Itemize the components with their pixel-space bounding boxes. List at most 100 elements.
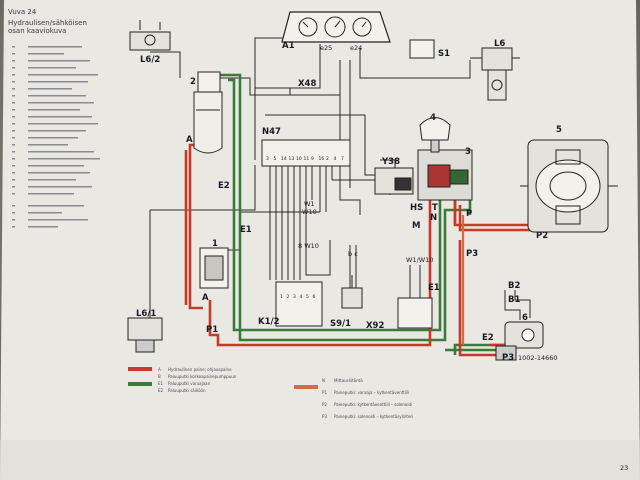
label-e1-right: E1 bbox=[428, 283, 440, 293]
label-x92: X92 bbox=[366, 321, 384, 331]
label-s9-1: S9/1 bbox=[330, 319, 351, 329]
switch-s1-box bbox=[409, 39, 435, 59]
label-w1-a: W1 bbox=[304, 200, 315, 208]
label-p: P bbox=[466, 209, 472, 219]
component-labels: A1 e25 e24 S1 L6 L6/2 X48 2 A N47 4 3 Y3… bbox=[136, 39, 562, 363]
label-l6-1: L6/1 bbox=[136, 309, 156, 319]
legend-description: Mittausliitäntä bbox=[334, 378, 363, 383]
label-w10-a: W10 bbox=[302, 208, 317, 216]
n47-pin-label: 7 bbox=[341, 156, 344, 162]
return-lines-green bbox=[220, 73, 515, 355]
valve-block-3 bbox=[417, 149, 473, 201]
n47-pin-label: 5 bbox=[274, 156, 277, 162]
n47-pin-label: 2 bbox=[326, 156, 329, 162]
k12-pin-label: 3 bbox=[293, 294, 296, 300]
k12-pin-label: 4 bbox=[300, 294, 303, 300]
n47-pin-label: 10 bbox=[296, 156, 302, 162]
label-e2-left: E2 bbox=[218, 181, 230, 191]
label-e2-bot: E2 bbox=[482, 333, 494, 343]
label-8-w10: 8 W10 bbox=[298, 242, 319, 250]
legend-code: P1 bbox=[322, 390, 327, 395]
diagram-title-line1: Hydraulisen/sähköisen bbox=[8, 19, 87, 27]
page-number: 23 bbox=[620, 464, 628, 472]
label-bc: b c bbox=[348, 250, 358, 258]
label-3: 3 bbox=[465, 147, 471, 157]
label-hs: HS bbox=[410, 203, 423, 213]
legend-code: E1 bbox=[158, 381, 164, 386]
label-ref: 1002-14660 bbox=[518, 354, 558, 362]
legend-description: Paineputki: solenoidi – kytkentäsylinter… bbox=[334, 414, 413, 419]
gearbox-5 bbox=[520, 139, 618, 233]
switch-s9-1 bbox=[341, 275, 363, 309]
label-1: 1 bbox=[212, 239, 218, 249]
label-a1: A1 bbox=[282, 41, 295, 51]
component-key-list bbox=[12, 46, 100, 228]
sensor-l6 bbox=[470, 47, 520, 101]
n47-pin-label: 4 bbox=[334, 156, 337, 162]
label-b1: B1 bbox=[508, 295, 520, 305]
label-l6-2: L6/2 bbox=[140, 55, 160, 65]
k12-pin-label: 5 bbox=[306, 294, 309, 300]
accumulator-4 bbox=[419, 117, 451, 153]
legend-description: Hydraulinen paine; ohjauspaine bbox=[168, 367, 232, 372]
diagram-title-line2: osan kaaviokuva bbox=[8, 27, 66, 35]
legend-code: A bbox=[158, 367, 161, 372]
sensor-l6-1 bbox=[127, 317, 163, 353]
label-t: T bbox=[432, 203, 438, 213]
label-a-bot: A bbox=[202, 293, 209, 303]
legend-code: P3 bbox=[322, 414, 327, 419]
label-l6: L6 bbox=[494, 39, 505, 49]
model-title: Vuva 24 bbox=[8, 8, 37, 16]
solenoid-y38 bbox=[374, 167, 414, 195]
n47-pin-label: 9 bbox=[311, 156, 314, 162]
clutch-cylinder-6 bbox=[495, 321, 544, 361]
n47-pin-label: 11 bbox=[304, 156, 310, 162]
legend-code: N bbox=[322, 378, 325, 383]
legend-description: Paineputki: varaaja – kytkentäventtiili bbox=[334, 390, 409, 395]
legend-code: B bbox=[158, 374, 161, 379]
label-x48: X48 bbox=[298, 79, 316, 89]
label-y38: Y38 bbox=[381, 157, 400, 167]
n47-pin-label: 3 bbox=[266, 156, 269, 162]
n47-pin-label: 16 bbox=[319, 156, 325, 162]
label-a-top: A bbox=[186, 135, 193, 145]
label-w1-w10-b: W1/W10 bbox=[406, 256, 433, 264]
legend-description: Paineputki: kytkentäventtiili – solenoid… bbox=[334, 402, 412, 407]
k12-pin-label: 2 bbox=[287, 294, 290, 300]
label-2: 2 bbox=[190, 77, 196, 87]
label-e24: e24 bbox=[350, 44, 362, 52]
instrument-cluster-a1 bbox=[281, 11, 391, 43]
k12-pin-label: 1 bbox=[280, 294, 283, 300]
label-4: 4 bbox=[430, 113, 436, 123]
label-b2: B2 bbox=[508, 281, 520, 291]
label-n47: N47 bbox=[262, 127, 281, 137]
legend-description: Paluuputki korkeapainepumppuun bbox=[168, 374, 237, 379]
label-k1-2: K1/2 bbox=[258, 317, 280, 327]
label-6: 6 bbox=[522, 313, 528, 323]
sensor-l6-2 bbox=[129, 20, 171, 51]
label-p3-mid: P3 bbox=[466, 249, 478, 259]
n47-pin-label: 13 bbox=[289, 156, 295, 162]
label-e1-left: E1 bbox=[240, 225, 252, 235]
label-p3-bot: P3 bbox=[502, 353, 514, 363]
connector-x92 bbox=[397, 297, 433, 329]
reservoir-2 bbox=[193, 71, 223, 154]
n47-pin-label: 14 bbox=[281, 156, 287, 162]
label-s1: S1 bbox=[438, 49, 450, 59]
label-m: M bbox=[412, 221, 420, 231]
label-p1: P1 bbox=[206, 325, 218, 335]
legend-description: Paluuputki varaajaan bbox=[168, 381, 211, 386]
control-unit-1 bbox=[199, 247, 229, 289]
legend-code: P2 bbox=[322, 402, 327, 407]
label-n: N bbox=[430, 213, 437, 223]
label-5: 5 bbox=[556, 125, 562, 135]
k12-pin-label: 6 bbox=[313, 294, 316, 300]
label-e25: e25 bbox=[320, 44, 332, 52]
label-p2: P2 bbox=[536, 231, 548, 241]
